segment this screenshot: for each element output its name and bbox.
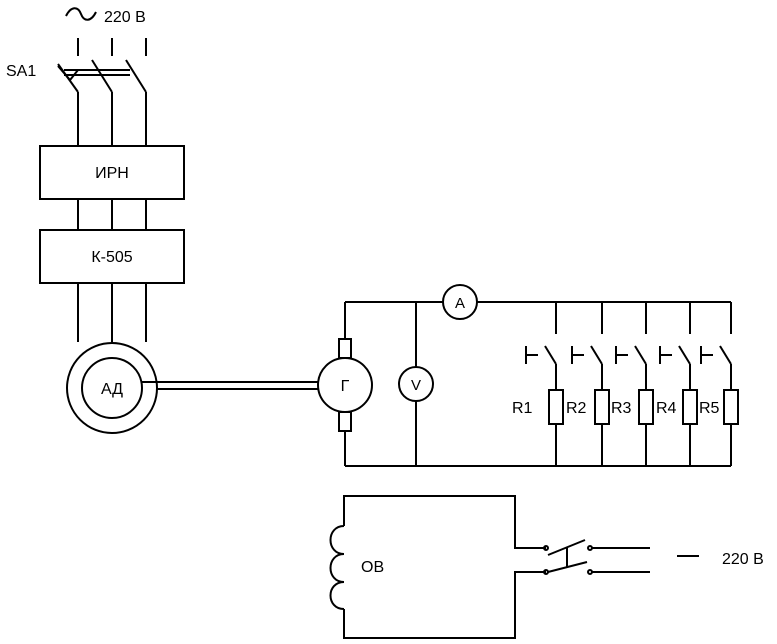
supply-bottom-voltage: 220 В [722,551,764,568]
k505-block: К-505 [39,229,185,342]
ammeter: А [442,284,478,320]
load-branch-4: R4 [656,302,698,466]
load-branch-2: R2 [566,302,610,466]
shaft [142,381,318,390]
load-branch-3: R3 [611,302,654,466]
generator-g: Г [317,302,373,466]
field-winding-coil [329,525,345,610]
supply-top-voltage: 220 В [104,9,146,26]
resistor-label-r1: R1 [512,400,533,417]
load-branch-5: R5 [699,302,739,466]
voltmeter-label: V [411,377,421,394]
generator-label: Г [341,378,350,395]
voltmeter: V [398,302,434,466]
load-branch-1: R1 [512,302,564,466]
resistor-label-r4: R4 [656,400,677,417]
field-winding-circuit: ОВ 220 В [329,495,764,639]
resistor-label-r3: R3 [611,400,632,417]
motor-ad: АД [66,342,158,434]
irn-block: ИРН [39,145,185,230]
ammeter-label: А [455,295,465,312]
motor-label: АД [101,381,123,398]
irn-label: ИРН [95,165,129,182]
bus-lines [345,301,731,467]
field-winding-label: ОВ [361,559,384,576]
switch-sa1-label: SA1 [6,63,36,80]
supply-top: 220 В [65,7,147,56]
resistor-label-r2: R2 [566,400,587,417]
switch-sa1: SA1 [6,59,147,146]
k505-label: К-505 [91,249,132,266]
resistor-label-r5: R5 [699,400,720,417]
ac-symbol [65,7,97,21]
